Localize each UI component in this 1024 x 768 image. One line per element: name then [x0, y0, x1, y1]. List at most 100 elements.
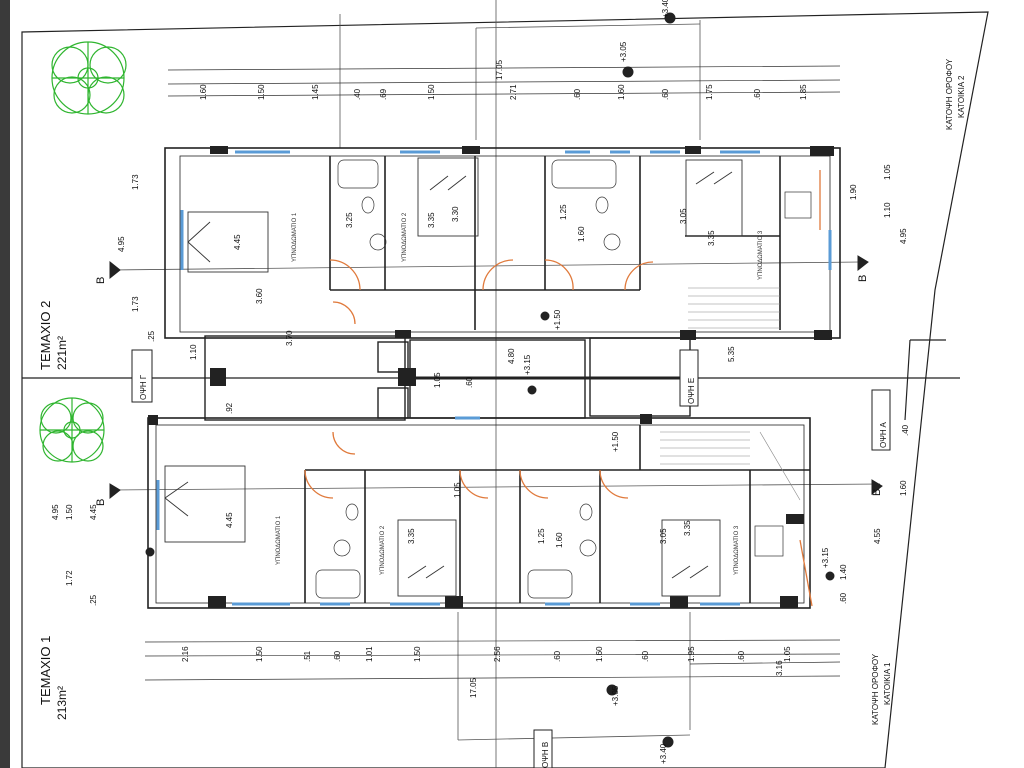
axis-lines: [109, 0, 881, 768]
dim-label: 4.45: [233, 234, 242, 250]
dim-label: .25: [89, 594, 98, 606]
sanitary-fixtures: [315, 159, 812, 599]
level-label: +3.05: [619, 41, 628, 62]
top-dimension-lines: [167, 65, 841, 97]
dim-label: 5.35: [727, 346, 736, 362]
dim-label: 1.60: [595, 646, 604, 662]
bottom-dimension-lines: [144, 639, 841, 681]
dim-label: .60: [641, 650, 650, 662]
dim-label: .60: [661, 88, 670, 100]
dim-label: 1.25: [559, 204, 568, 220]
level-label: +3.40: [661, 0, 670, 18]
elevation-e-label: ΟΨΗ Ε: [687, 378, 696, 404]
dim-label: .60: [753, 88, 762, 100]
plot1-area: 213m²: [55, 686, 69, 720]
dim-label: .60: [573, 88, 582, 100]
dim-label: 1.25: [537, 528, 546, 544]
dim-label: .60: [333, 650, 342, 662]
room-label: ΥΠΝΟΔΩΜΑΤΙΟ 3: [758, 230, 764, 280]
dim-label: 3.60: [255, 288, 264, 304]
windows: [156, 150, 832, 606]
elevation-b-label: ΟΨΗ Β: [541, 742, 550, 768]
dim-label: 1.73: [131, 296, 140, 312]
dim-label: 1.50: [427, 84, 436, 100]
dim-label: .60: [839, 592, 848, 604]
dim-label: 1.90: [849, 184, 858, 200]
dim-label: 1.95: [687, 646, 696, 662]
dim-label: 1.60: [577, 226, 586, 242]
dim-label: 1.75: [705, 84, 714, 100]
plan1-sub: ΚΑΤΟΙΚΙΑ 1: [883, 662, 892, 705]
dim-label: 1.50: [255, 646, 264, 662]
section-mark-3: B: [95, 499, 107, 506]
dim-label: 2.71: [509, 84, 518, 100]
stairs: [660, 287, 801, 501]
dim-label: 3.35: [683, 520, 692, 536]
level-label: +3.40: [659, 743, 668, 764]
level-label: +1.50: [553, 309, 562, 330]
dim-label: 4.95: [899, 228, 908, 244]
dim-label: 3.35: [427, 212, 436, 228]
inner-dimensions: 4.45 3.60 3.35 3.30 3.35 3.25 1.25 1.60 …: [189, 204, 736, 548]
plot2-area: 221m²: [55, 336, 69, 370]
dim-label: 4.95: [51, 504, 60, 520]
room-label: ΥΠΝΟΔΩΜΑΤΙΟ 2: [380, 525, 386, 575]
dim-label: .40: [901, 424, 910, 436]
dim-label: 3.35: [407, 528, 416, 544]
dim-label: 1.05: [433, 372, 442, 388]
dim-label: 1.05: [883, 164, 892, 180]
dim-label: 3.35: [707, 230, 716, 246]
plan2-title: ΚΑΤΟΨΗ ΟΡΟΦΟΥ: [945, 58, 954, 130]
dim-label: 3.70: [285, 330, 294, 346]
dim-label: .60: [465, 376, 474, 388]
dim-label: 1.01: [365, 646, 374, 662]
plan2-sub: ΚΑΤΟΙΚΙΑ 2: [957, 75, 966, 118]
dim-label: 1.10: [883, 202, 892, 218]
dim-label: 2.56: [493, 646, 502, 662]
elevation-a-label: ΟΨΗ Α: [879, 422, 888, 448]
level-label: +3.15: [821, 547, 830, 568]
dim-label: .60: [553, 650, 562, 662]
plan1-title: ΚΑΤΟΨΗ ΟΡΟΦΟΥ: [871, 653, 880, 725]
room-label: ΥΠΝΟΔΩΜΑΤΙΟ 1: [276, 515, 282, 565]
dim-label: 4.45: [225, 512, 234, 528]
dim-label: 3.30: [451, 206, 460, 222]
top-total-dimension: 17.05: [495, 59, 504, 80]
dim-label: 1.60: [617, 84, 626, 100]
section-arrows: [109, 12, 883, 748]
dim-label: 3.25: [345, 212, 354, 228]
tree-icon-bottom: [39, 397, 105, 463]
dim-label: 1.73: [131, 174, 140, 190]
section-mark-1: B: [95, 277, 107, 284]
dim-label: 1.72: [65, 570, 74, 586]
dim-label: 1.10: [189, 344, 198, 360]
dim-label: 1.05: [453, 482, 462, 498]
dim-label: 1.85: [799, 84, 808, 100]
right-dimensions: 1.10 1.05 4.95 1.90 1.60 4.55 1.40 .60 .…: [839, 164, 910, 604]
dim-label: 3.05: [659, 528, 668, 544]
plot2-name: ΤΕΜΑΧΙΟ 2: [38, 301, 53, 370]
room-label: ΥΠΝΟΔΩΜΑΤΙΟ 3: [734, 525, 740, 575]
dim-label: 1.60: [555, 532, 564, 548]
dim-label: 2.16: [181, 646, 190, 662]
bottom-total-dimension: 17.05: [469, 677, 478, 698]
columns: [148, 146, 834, 608]
elevation-tags: [131, 349, 891, 768]
room-label: ΥΠΝΟΔΩΜΑΤΙΟ 2: [402, 212, 408, 262]
dim-label: .92: [225, 402, 234, 414]
dim-label: 1.05: [783, 646, 792, 662]
dim-label: 1.50: [413, 646, 422, 662]
dim-label: 1.45: [311, 84, 320, 100]
dim-label: .25: [147, 330, 156, 342]
dim-label: 3.05: [679, 208, 688, 224]
bottom-dimension-row: 2.16 1.50 .51 .60 1.01 1.50 2.56 .60 1.6…: [181, 646, 792, 662]
dim-label: .69: [379, 88, 388, 100]
level-label: +1.50: [611, 431, 620, 452]
dim-label: 1.40: [839, 564, 848, 580]
dim-label: 1.50: [257, 84, 266, 100]
dim-label: 4.55: [873, 528, 882, 544]
beds: [164, 157, 743, 597]
tree-icon-top: [51, 41, 127, 115]
level-label: +3.15: [523, 354, 532, 375]
